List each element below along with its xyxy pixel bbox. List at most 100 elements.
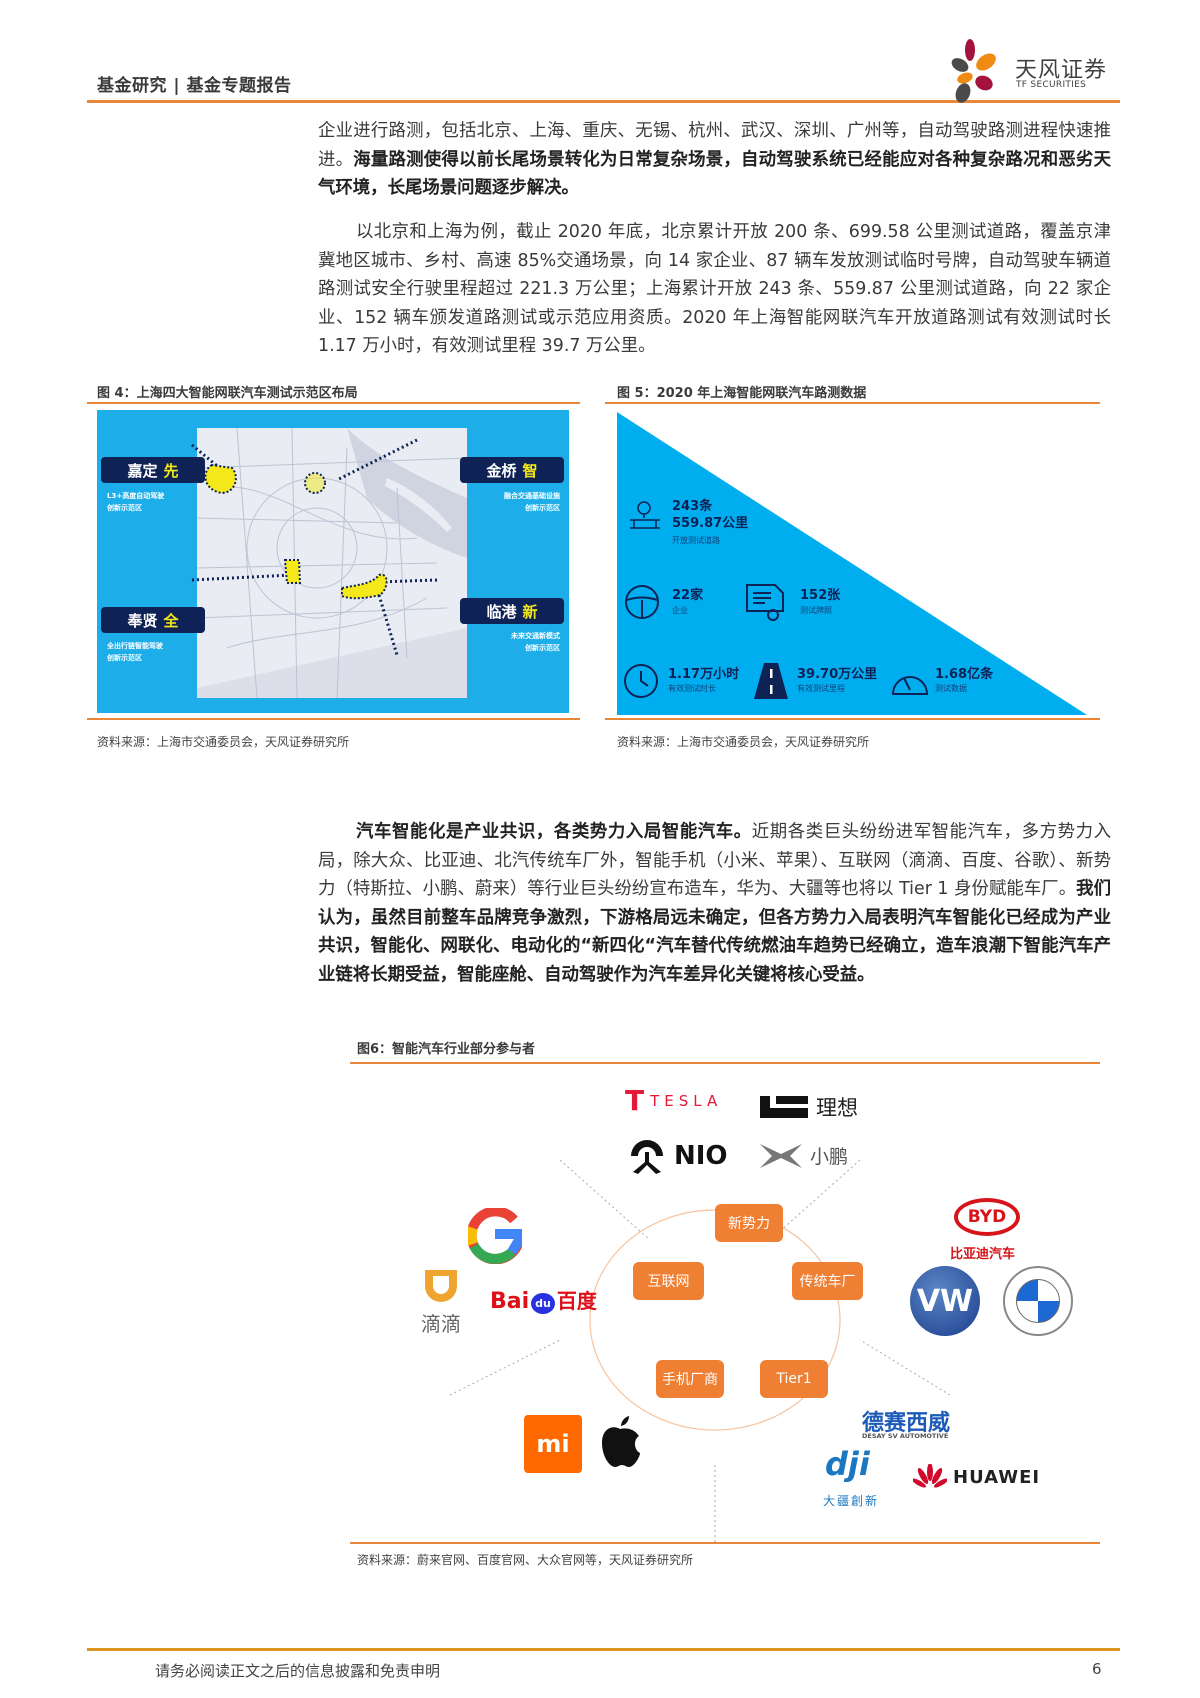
byd-cn-wordmark: 比亚迪汽车: [950, 1247, 1016, 1262]
baidu-logo: Bai du 百度: [490, 1285, 597, 1314]
nio-wordmark: NIO: [674, 1141, 728, 1171]
paragraph-2: 以北京和上海为例，截止 2020 年底，北京累计开放 200 条、699.58 …: [318, 218, 1111, 361]
paragraph-1-emphasis: 海量路测使得以前长尾场景转化为日常复杂场景，自动驾驶系统已经能应对各种复杂路况和…: [318, 149, 1111, 199]
stat-licenses: 152张 测试牌照: [800, 588, 840, 618]
apple-logo-icon: [602, 1416, 640, 1467]
zone-desc-fengxian: 全出行链智能驾驶 创新示范区: [107, 640, 163, 664]
stat-value: 559.87公里: [672, 516, 749, 531]
fig5-caption: 图 5：2020 年上海智能网联汽车路测数据: [617, 386, 867, 401]
zone-name: 临港: [486, 602, 517, 621]
page-number: 6: [1092, 1660, 1102, 1678]
stat-label: 有效测试时长: [668, 684, 716, 693]
tf-securities-logo-icon: [951, 39, 996, 103]
header-divider: [87, 100, 1120, 103]
nio-mark-icon: [631, 1140, 663, 1174]
node-phone-makers: 手机厂商: [656, 1360, 724, 1398]
fig6-connector-lines: [449, 1159, 951, 1545]
certificate-icon: [746, 584, 784, 621]
fig4-source: 资料来源：上海市交通委员会，天风证券研究所: [97, 735, 350, 749]
byd-wordmark: BYD: [967, 1207, 1007, 1227]
map-roads-icon: [197, 428, 467, 698]
paragraph-3-lead: 汽车智能化是产业共识，各类势力入局智能汽车。: [356, 822, 752, 842]
huawei-logo: HUAWEI: [913, 1464, 1040, 1490]
zone-desc-jinqiao: 融合交通基础设施 创新示范区: [480, 490, 560, 514]
zone-desc-line: 全出行链智能驾驶: [107, 642, 163, 650]
huawei-wordmark: HUAWEI: [953, 1466, 1041, 1488]
baidu-wordmark-latin: Bai: [490, 1289, 530, 1314]
zone-label-lingang: 临港新: [460, 598, 564, 624]
zone-tag: 智: [522, 461, 538, 480]
zone-tag: 全: [163, 611, 179, 630]
paragraph-1-text: 企业进行路测，包括北京、上海、重庆、无锡、杭州、武汉、深圳、广州等，自动驾驶路测…: [318, 121, 1111, 170]
vw-logo: VW: [910, 1266, 980, 1336]
stat-value: 1.17万小时: [668, 667, 740, 682]
zone-desc-line: 创新示范区: [525, 504, 560, 512]
paragraph-2-text: 以北京和上海为例，截止 2020 年底，北京累计开放 200 条、699.58 …: [318, 222, 1111, 357]
paragraph-1: 企业进行路测，包括北京、上海、重庆、无锡、杭州、武汉、深圳、广州等，自动驾驶路测…: [318, 117, 1111, 203]
stat-label: 开放测试道路: [672, 536, 720, 545]
fig6-caption: 图6：智能汽车行业部分参与者: [357, 1042, 536, 1057]
report-category: 基金研究 | 基金专题报告: [97, 76, 292, 96]
dji-cn-wordmark: 大疆創新: [823, 1494, 880, 1508]
fig5-bottom-divider: [605, 718, 1100, 720]
zone-name: 嘉定: [127, 461, 158, 480]
tesla-wordmark: TESLA: [650, 1092, 723, 1110]
tesla-t-icon: T: [625, 1084, 645, 1117]
vw-mark: VW: [916, 1283, 974, 1319]
bmw-roundel-icon: [1016, 1279, 1060, 1323]
zone-desc-line: 创新示范区: [107, 654, 142, 662]
stat-hours: 1.17万小时 有效测试时长: [668, 668, 739, 696]
didi-wordmark: 滴滴: [421, 1312, 461, 1336]
zone-desc-line: L3+高度自动驾驶: [107, 492, 165, 500]
stat-data: 1.68亿条 测试数据: [935, 668, 993, 696]
xpeng-wordmark: 小鹏: [810, 1146, 849, 1168]
li-auto-wordmark: 理想: [816, 1096, 858, 1120]
fig5-source: 资料来源：上海市交通委员会，天风证券研究所: [617, 735, 870, 749]
fig6-top-divider: [350, 1062, 1100, 1064]
google-logo-icon: [468, 1208, 522, 1264]
xiaomi-wordmark: mi: [536, 1430, 570, 1458]
node-tier1: Tier1: [760, 1360, 828, 1398]
stat-value: 1.68亿条: [935, 667, 994, 682]
zone-name: 金桥: [486, 461, 517, 480]
didi-mark-icon: [425, 1270, 457, 1302]
didi-logo: 滴滴: [416, 1268, 466, 1337]
zone-desc-jiading: L3+高度自动驾驶 创新示范区: [107, 490, 164, 514]
zone-tag: 先: [163, 461, 179, 480]
stat-label: 测试数据: [935, 684, 967, 693]
zone-desc-line: 创新示范区: [107, 504, 142, 512]
zone-name: 奉贤: [127, 611, 158, 630]
fig6-bottom-divider: [350, 1542, 1100, 1544]
zone-desc-line: 创新示范区: [525, 644, 560, 652]
paragraph-3-conclusion: 我们认为，虽然目前整车品牌竞争激烈，下游格局远未确定，但各方势力入局表明汽车智能…: [318, 879, 1111, 985]
stat-value: 39.70万公里: [797, 667, 878, 682]
dji-logo: dji: [825, 1445, 870, 1483]
fig4-caption: 图 4：上海四大智能网联汽车测试示范区布局: [97, 386, 358, 401]
stat-companies: 22家 企业: [672, 588, 703, 618]
desay-sv-wordmark-cn: 德赛西威: [862, 1411, 951, 1436]
speedometer-icon: [891, 676, 929, 695]
tesla-logo: T TESLA: [625, 1087, 722, 1115]
baidu-wordmark-cn: 百度: [556, 1289, 597, 1313]
stat-roads: 243条 559.87公里 开放测试道路: [672, 498, 748, 549]
xpeng-mark-icon: [760, 1143, 802, 1168]
fig4-bottom-divider: [87, 718, 580, 720]
zone-label-jinqiao: 金桥智: [460, 457, 564, 483]
footer-disclaimer: 请务必阅读正文之后的信息披露和免责申明: [155, 1662, 441, 1680]
zone-desc-line: 融合交通基础设施: [504, 492, 560, 500]
stat-label: 测试牌照: [800, 606, 832, 615]
paragraph-3: 汽车智能化是产业共识，各类势力入局智能汽车。近期各类巨头纷纷进军智能汽车，多方势…: [318, 818, 1111, 990]
fig5-triangle: [617, 412, 1087, 715]
bmw-logo: [1003, 1266, 1073, 1336]
stat-label: 有效测试里程: [797, 684, 845, 693]
footer-divider: [87, 1648, 1120, 1651]
stat-label: 企业: [672, 606, 688, 615]
stat-value: 152张: [800, 588, 841, 603]
fig6-source: 资料来源：蔚来官网、百度官网、大众官网等，天风证券研究所: [357, 1553, 694, 1567]
xpeng-logo: 小鹏: [760, 1142, 848, 1169]
stat-mileage: 39.70万公里 有效测试里程: [797, 668, 877, 696]
zone-label-jiading: 嘉定先: [101, 457, 205, 483]
stat-value: 243条: [672, 499, 713, 514]
paragraph-3-text: 近期各类巨头纷纷进军智能汽车，多方势力入局，除大众、比亚迪、北汽传统车厂外，智能…: [318, 822, 1111, 900]
byd-logo: BYD: [954, 1198, 1020, 1236]
